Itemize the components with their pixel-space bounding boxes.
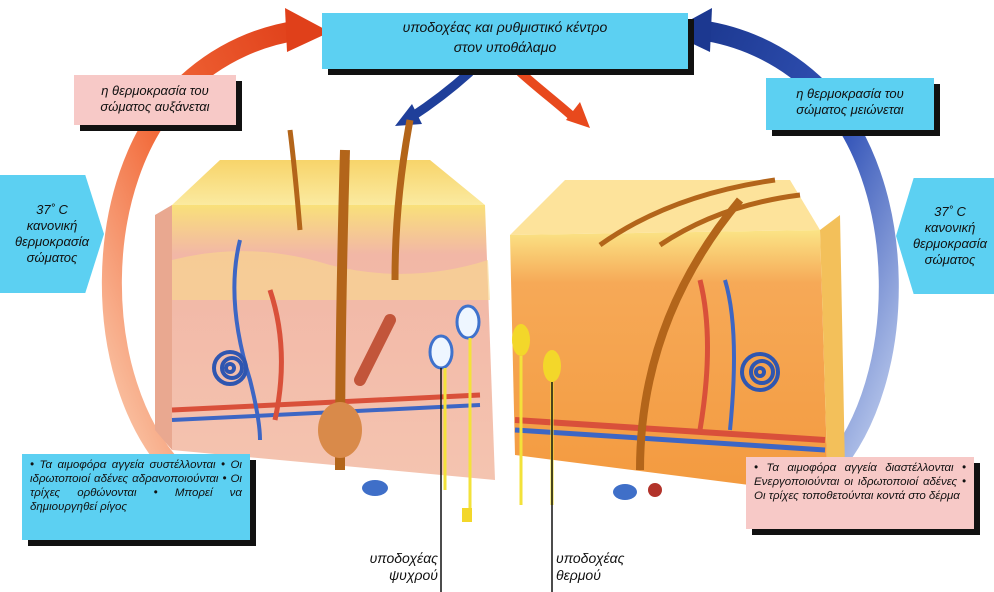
temperature-falls-box: η θερμοκρασία του σώματος μειώνεται bbox=[766, 78, 934, 130]
right-hex-line2: κανονική bbox=[925, 220, 976, 236]
normal-temperature-left: 37˚ C κανονική θερμοκρασία σώματος bbox=[0, 175, 104, 293]
cold-receptor-line1: υποδοχέας bbox=[350, 550, 438, 567]
red-down-arrow bbox=[520, 72, 590, 128]
left-hex-line2: κανονική bbox=[27, 218, 78, 234]
warm-receptor-line2: θερμού bbox=[556, 567, 646, 584]
left-hex-line4: σώματος bbox=[27, 250, 78, 266]
left-hex-line3: θερμοκρασία bbox=[15, 234, 89, 250]
warm-response-box: • Τα αιμοφόρα αγγεία διαστέλλονται • Ενε… bbox=[746, 457, 974, 529]
warm-receptor-line1: υποδοχέας bbox=[556, 550, 646, 567]
hypothalamus-line1: υποδοχέας και ρυθμιστικό κέντρο bbox=[322, 17, 688, 37]
hypothalamus-box: υποδοχέας και ρυθμιστικό κέντρο στον υπο… bbox=[322, 13, 688, 69]
temperature-falls-line2: σώματος μειώνεται bbox=[766, 102, 934, 118]
temperature-rises-line1: η θερμοκρασία του bbox=[74, 83, 236, 99]
right-hex-line1: 37˚ C bbox=[934, 204, 966, 220]
warm-receptor-label: υποδοχέας θερμού bbox=[556, 550, 646, 584]
cold-response-box: • Τα αιμοφόρα αγγεία συστέλλονται • Οι ι… bbox=[22, 454, 250, 540]
cold-receptor-label: υποδοχέας ψυχρού bbox=[350, 550, 438, 584]
right-hex-line4: σώματος bbox=[925, 252, 976, 268]
temperature-falls-line1: η θερμοκρασία του bbox=[766, 86, 934, 102]
left-hex-line1: 37˚ C bbox=[36, 202, 68, 218]
temperature-rises-line2: σώματος αυξάνεται bbox=[74, 99, 236, 115]
hypothalamus-line2: στον υποθάλαμο bbox=[322, 37, 688, 57]
warm-response-text: • Τα αιμοφόρα αγγεία διαστέλλονται • Ενε… bbox=[754, 462, 966, 502]
temperature-rises-box: η θερμοκρασία του σώματος αυξάνεται bbox=[74, 75, 236, 125]
blue-down-arrow bbox=[395, 72, 470, 126]
normal-temperature-right: 37˚ C κανονική θερμοκρασία σώματος bbox=[896, 178, 994, 294]
cold-receptor-line2: ψυχρού bbox=[350, 567, 438, 584]
cold-response-text: • Τα αιμοφόρα αγγεία συστέλλονται • Οι ι… bbox=[30, 459, 242, 513]
right-hex-line3: θερμοκρασία bbox=[913, 236, 987, 252]
